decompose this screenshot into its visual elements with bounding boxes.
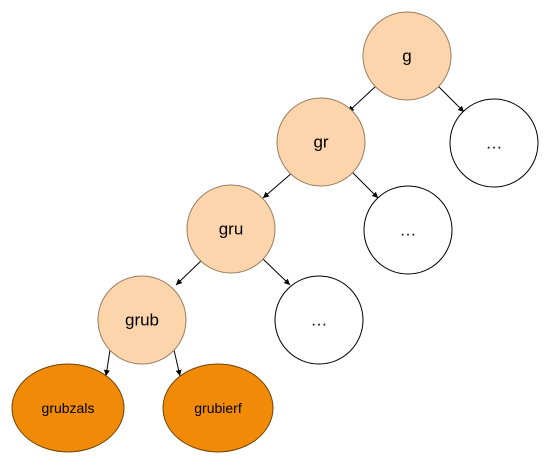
edge-g-more [437, 85, 465, 113]
node-more-1: … [449, 98, 539, 188]
edges [103, 85, 465, 377]
node-grubierf: grubierf [162, 363, 274, 453]
edge-gru-grub [175, 257, 205, 286]
node-more-1-label: … [486, 134, 503, 153]
edge-grub-grubierf [173, 349, 182, 377]
edge-grub-grubzals [103, 349, 111, 377]
node-g: g [362, 11, 452, 101]
node-grub-label: grub [125, 311, 159, 330]
edge-gru-more [261, 257, 291, 286]
node-more-2: … [363, 185, 453, 275]
edge-g-gr [347, 85, 377, 113]
node-more-3: … [274, 275, 364, 365]
node-g-label: g [402, 47, 411, 66]
node-grubierf-label: grubierf [194, 400, 242, 416]
node-more-3-label: … [311, 311, 328, 330]
node-grubzals: grubzals [11, 363, 125, 453]
edge-gr-more [351, 171, 379, 199]
node-gr: gr [276, 97, 366, 187]
node-grubzals-label: grubzals [42, 400, 95, 416]
edge-gr-gru [262, 171, 294, 199]
node-grub: grub [97, 275, 187, 365]
node-gru-label: gru [219, 220, 244, 239]
node-gr-label: gr [313, 133, 328, 152]
node-gru: gru [186, 184, 276, 274]
node-more-2-label: … [400, 221, 417, 240]
